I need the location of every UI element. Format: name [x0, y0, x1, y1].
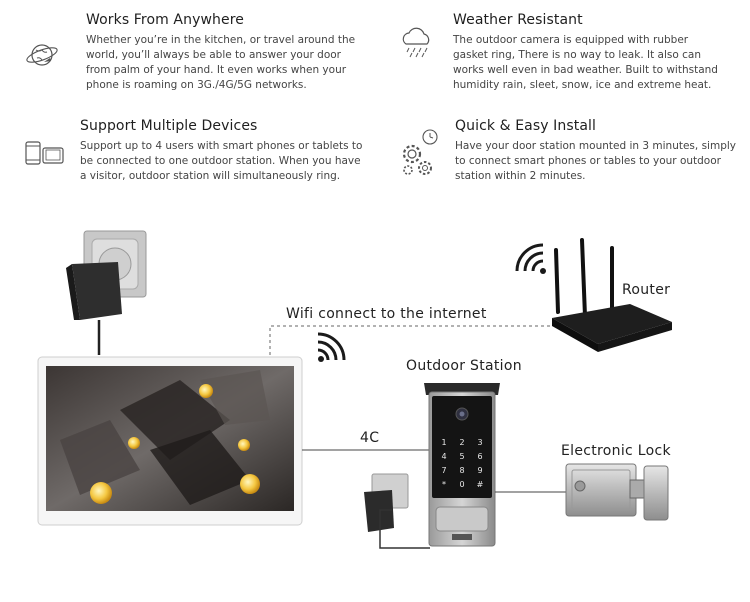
keypad-key: 1: [441, 438, 446, 447]
feature-title: Support Multiple Devices: [80, 118, 258, 134]
router-signal-icon: [515, 243, 546, 274]
wifi-icon: [317, 332, 346, 362]
outdoor-station-label: Outdoor Station: [406, 358, 522, 374]
feature-line: Support up to 4 users with smart phones …: [80, 140, 363, 152]
keypad-key: 3: [477, 438, 482, 447]
feature-line: from palm of your hand. It even works wh…: [86, 64, 347, 76]
feature-works-from-anywhere: Works From Anywhere Whether you’re in th…: [86, 12, 386, 93]
feature-line: works well even in bad weather. Built to…: [453, 64, 718, 76]
keypad: 1 2 3 4 5 6 7 8 9 * 0 #: [441, 438, 483, 489]
feature-description: Whether you’re in the kitchen, or travel…: [86, 33, 386, 93]
keypad-key: 5: [459, 452, 464, 461]
feature-title: Quick & Easy Install: [455, 118, 597, 134]
router: [552, 238, 672, 352]
feature-line: world, you’ll always be able to answer y…: [86, 49, 341, 61]
feature-multiple-devices: Support Multiple Devices Support up to 4…: [80, 118, 390, 184]
cable-label: 4C: [360, 430, 380, 446]
keypad-key: 2: [459, 438, 464, 447]
keypad-key: 8: [459, 466, 464, 475]
keypad-key: #: [477, 480, 484, 489]
globe-icon: [26, 44, 58, 66]
feature-line: The outdoor camera is equipped with rubb…: [453, 34, 689, 46]
feature-line: gasket ring, There is no way to leak. It…: [453, 49, 701, 61]
feature-line: Whether you’re in the kitchen, or travel…: [86, 34, 356, 46]
feature-line: humidity rain, sleet, snow, ice and extr…: [453, 79, 712, 91]
feature-weather-resistant: Weather Resistant The outdoor camera is …: [453, 12, 743, 93]
feature-line: to connect smart phones or tables to you…: [455, 155, 721, 167]
indoor-monitor: [37, 356, 303, 526]
keypad-key: 7: [441, 466, 446, 475]
cloud-rain-icon: [402, 27, 430, 58]
feature-line: be connected to one outdoor station. Whe…: [80, 155, 361, 167]
feature-description: Have your door station mounted in 3 minu…: [455, 139, 745, 184]
feature-line: station within 2 minutes.: [455, 170, 586, 182]
devices-icon: [25, 141, 64, 165]
keypad-key: 6: [477, 452, 482, 461]
wifi-label: Wifi connect to the internet: [286, 306, 487, 322]
keypad-key: 4: [441, 452, 446, 461]
keypad-key: *: [442, 480, 446, 489]
lock-label: Electronic Lock: [561, 443, 671, 459]
keypad-key: 9: [477, 466, 482, 475]
wall-power-adapter: [66, 230, 147, 355]
feature-title: Weather Resistant: [453, 12, 583, 28]
station-power-adapter: [364, 473, 430, 549]
feature-description: Support up to 4 users with smart phones …: [80, 139, 390, 184]
router-label: Router: [622, 282, 671, 298]
outdoor-station: [424, 383, 500, 547]
electronic-lock: [565, 463, 669, 521]
feature-line: Have your door station mounted in 3 minu…: [455, 140, 736, 152]
feature-line: a visitor, outdoor station will simultan…: [80, 170, 341, 182]
keypad-key: 0: [459, 480, 464, 489]
feature-title: Works From Anywhere: [86, 12, 244, 28]
gears-clock-icon: [402, 129, 438, 175]
feature-description: The outdoor camera is equipped with rubb…: [453, 33, 743, 93]
feature-quick-install: Quick & Easy Install Have your door stat…: [455, 118, 745, 184]
feature-line: phone is roaming on 3G./4G/5G networks.: [86, 79, 307, 91]
